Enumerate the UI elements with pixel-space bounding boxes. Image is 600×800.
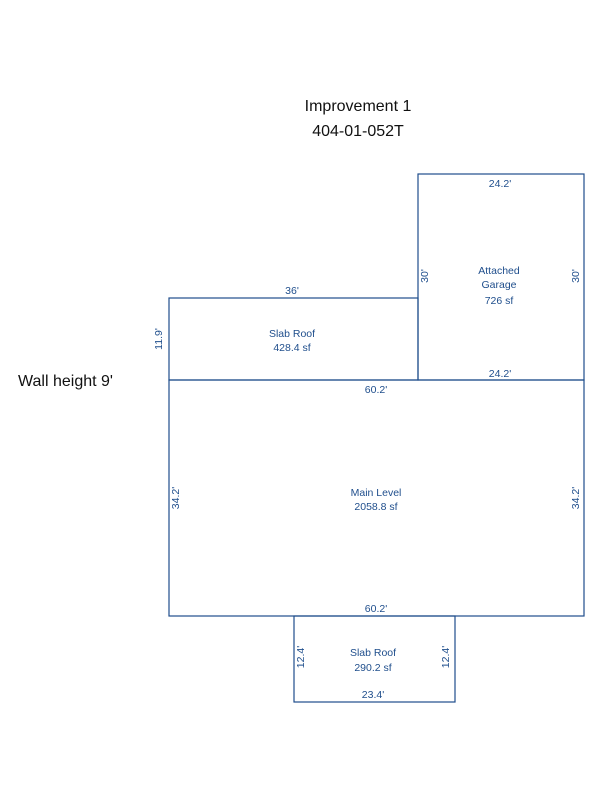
- slab-roof-upper-name: Slab Roof: [269, 328, 315, 340]
- diagram-title: Improvement 1: [304, 98, 412, 115]
- garage-dim-left: 30': [419, 269, 431, 283]
- parcel-id: 404-01-052T: [312, 123, 404, 140]
- slab-roof-upper-area: 428.4 sf: [273, 342, 310, 354]
- slab-roof-lower-name: Slab Roof: [350, 647, 396, 659]
- main-level-name: Main Level: [351, 487, 402, 499]
- main-level-area: 2058.8 sf: [354, 501, 397, 513]
- room-main-level: 60.2' Main Level 2058.8 sf 60.2' 34.2' 3…: [168, 379, 585, 617]
- slab-roof-lower-outline: [293, 615, 456, 703]
- main-level-dim-bottom: 60.2': [365, 603, 387, 615]
- slab-roof-lower-dim-bottom: 23.4': [362, 689, 384, 701]
- slab-roof-lower-dim-left: 12.4': [295, 646, 307, 668]
- slab-roof-upper-dim-left: 11.9': [153, 328, 165, 350]
- garage-name-line1: Attached: [478, 265, 520, 277]
- main-level-dim-right: 34.2': [570, 487, 582, 509]
- slab-roof-lower-dim-right: 12.4': [440, 646, 452, 668]
- slab-roof-upper-dim-top: 36': [285, 285, 299, 297]
- garage-area: 726 sf: [485, 295, 514, 307]
- garage-dim-bottom: 24.2': [489, 368, 511, 380]
- room-garage: 24.2' Attached Garage 726 sf 24.2' 30' 3…: [417, 173, 585, 381]
- wall-height-label: Wall height 9': [18, 373, 113, 390]
- room-slab-roof-upper: 36' Slab Roof 428.4 sf 11.9': [153, 285, 419, 381]
- slab-roof-lower-area: 290.2 sf: [354, 662, 391, 674]
- garage-dim-top: 24.2': [489, 178, 511, 190]
- room-slab-roof-lower: Slab Roof 290.2 sf 23.4' 12.4' 12.4': [293, 615, 456, 703]
- garage-dim-right: 30': [570, 269, 582, 283]
- main-level-dim-left: 34.2': [170, 487, 182, 509]
- main-level-dim-top: 60.2': [365, 384, 387, 396]
- garage-name-line2: Garage: [481, 279, 516, 291]
- garage-outline: [417, 173, 585, 381]
